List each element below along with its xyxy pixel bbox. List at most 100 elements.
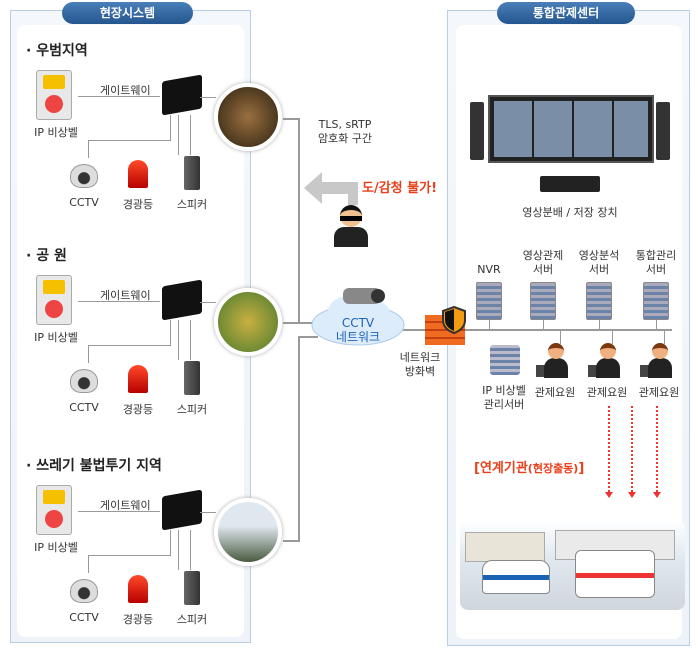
connector-line xyxy=(178,115,179,155)
operator-label: 관제요원 xyxy=(534,386,576,399)
gateway-label: 게이트웨이 xyxy=(100,84,151,97)
connector-line xyxy=(298,118,300,324)
connector-line xyxy=(489,320,490,330)
connector-line xyxy=(200,512,216,513)
emergency-vehicles-image xyxy=(460,520,685,610)
cctv-network-cloud-icon xyxy=(311,288,405,346)
gateway-icon xyxy=(162,74,202,116)
gateway-icon xyxy=(162,489,202,531)
connector-line xyxy=(88,345,170,346)
section-title: · 공 원 xyxy=(26,248,67,264)
warning-light-label: 경광등 xyxy=(122,198,154,211)
section-title: · 우범지역 xyxy=(26,43,88,59)
speaker-label: 스피커 xyxy=(176,198,208,211)
warning-light-icon xyxy=(128,575,148,603)
storage-label: 영상분배 / 저장 장치 xyxy=(522,206,618,219)
connector-line xyxy=(170,320,171,346)
emergency-bell-label: IP 비상벨 xyxy=(34,126,78,139)
speaker-left-icon xyxy=(470,102,484,160)
control-center-title: 통합관제센터 xyxy=(497,2,635,24)
cctv-label: CCTV xyxy=(69,611,99,624)
server-icon xyxy=(530,282,556,320)
warning-light-label: 경광등 xyxy=(122,613,154,626)
field-system-title: 현장시스템 xyxy=(62,2,193,24)
operator-icon xyxy=(588,343,622,379)
shield-icon xyxy=(442,306,466,334)
connector-line xyxy=(200,302,216,303)
server-icon xyxy=(643,282,669,320)
cctv-label: CCTV xyxy=(69,196,99,209)
connector-line xyxy=(88,345,89,363)
gateway-label: 게이트웨이 xyxy=(100,289,151,302)
gateway-icon xyxy=(162,279,202,321)
connector-line xyxy=(283,118,299,120)
cctv-camera-icon xyxy=(70,579,98,603)
cctv-label: CCTV xyxy=(69,401,99,414)
warning-light-label: 경광등 xyxy=(122,403,154,416)
speaker-icon xyxy=(184,571,200,605)
site-photo xyxy=(214,288,282,356)
dispatch-arrow xyxy=(628,406,636,498)
speaker-label: 스피커 xyxy=(176,613,208,626)
connector-line xyxy=(78,511,160,512)
arrow-left-icon xyxy=(304,172,358,205)
connector-line xyxy=(190,115,191,155)
bell-server-icon xyxy=(490,345,520,375)
agency-label: [연계기관(현장출동)] xyxy=(474,461,585,476)
connector-line xyxy=(170,115,171,141)
video-wall-icon xyxy=(488,95,654,163)
speaker-label: 스피커 xyxy=(176,403,208,416)
speaker-icon xyxy=(184,156,200,190)
connector-line xyxy=(190,530,191,570)
connector-line xyxy=(656,320,657,330)
emergency-bell-label: IP 비상벨 xyxy=(34,331,78,344)
connector-line xyxy=(78,301,160,302)
connector-line xyxy=(283,540,299,542)
connector-line xyxy=(664,330,665,344)
speaker-right-icon xyxy=(656,102,670,160)
emergency-bell-icon xyxy=(36,485,72,535)
warning-light-icon xyxy=(128,160,148,188)
connector-line xyxy=(78,96,160,97)
operator-icon xyxy=(536,343,570,379)
connector-line xyxy=(612,330,613,344)
connector-line xyxy=(88,140,170,141)
operator-label: 관제요원 xyxy=(586,386,628,399)
connector-line xyxy=(599,320,600,330)
connector-line xyxy=(178,320,179,360)
connector-line xyxy=(170,530,171,556)
speaker-icon xyxy=(184,361,200,395)
emergency-bell-label: IP 비상벨 xyxy=(34,541,78,554)
connector-line xyxy=(88,555,170,556)
connector-line xyxy=(88,140,89,158)
site-photo xyxy=(214,83,282,151)
connector-line xyxy=(190,320,191,360)
cctv-camera-icon xyxy=(70,164,98,188)
connector-line xyxy=(283,322,299,324)
connector-line xyxy=(298,322,318,324)
connector-line xyxy=(298,336,300,542)
connector-line xyxy=(178,530,179,570)
server-icon xyxy=(586,282,612,320)
connector-line xyxy=(543,320,544,330)
site-photo xyxy=(214,498,282,566)
server-icon xyxy=(476,282,502,320)
connector-line xyxy=(200,97,216,98)
network-bus-line xyxy=(400,329,672,331)
operator-label: 관제요원 xyxy=(638,386,680,399)
operator-icon xyxy=(640,343,674,379)
field-system-panel xyxy=(10,10,251,643)
emergency-bell-icon xyxy=(36,275,72,325)
gateway-label: 게이트웨이 xyxy=(100,499,151,512)
section-title: · 쓰레기 불법투기 지역 xyxy=(26,458,162,474)
connector-line xyxy=(560,330,561,344)
interception-warning: 도/감청 불가! xyxy=(362,181,438,196)
emergency-bell-icon xyxy=(36,70,72,120)
